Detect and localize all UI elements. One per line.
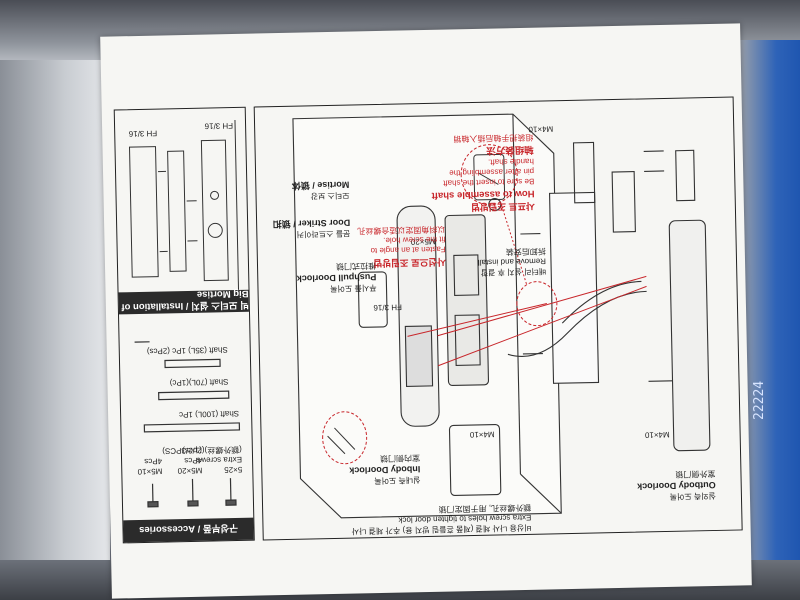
inbody-title-en: Inbody Doorlock xyxy=(349,464,421,476)
outbody-title-ko: 실외측 도어록 xyxy=(669,490,717,501)
accessory-desc-2b: (1/2/3PCS) xyxy=(162,445,202,456)
striker-title-en: Door Striker / 锁扣 xyxy=(272,217,351,230)
exploded-diagram xyxy=(292,113,711,519)
shaft-1-label: Shaft (100L) 1Pc xyxy=(178,408,240,420)
assemble-shaft-note-3: handle shaft. xyxy=(487,156,534,167)
mortise-title-en: Mortise / 锁体 xyxy=(291,179,350,191)
instruction-sheet-content: 구성부품 / Accessories xyxy=(100,23,752,598)
background-left xyxy=(0,60,110,600)
accessory-size-2: M5×20 xyxy=(177,465,203,476)
angle-note-en-1: Fasten at an angle to xyxy=(370,244,446,256)
main-diagram-panel: Outbody Doorlock 실외측 도어록 室外侧门锁 Inbody Do… xyxy=(253,96,743,541)
outbody-title-en: Outbody Doorlock xyxy=(637,479,716,492)
bottom-note-zh: 额外螺丝孔, 用于固定门锁 xyxy=(438,502,532,514)
outbody-title-zh: 室外侧门锁 xyxy=(675,468,716,479)
assemble-shaft-note-zh: 组装把手轴后插入轴销 xyxy=(453,132,534,144)
pushpull-title-zh: 推拉式门锁 xyxy=(335,261,377,271)
pushpull-title-ko: 푸시풀 도어록 xyxy=(330,283,377,294)
assemble-shaft-zh: 轴组装方法 xyxy=(486,143,534,156)
inbody-title-ko: 실내측 도어록 xyxy=(374,475,421,486)
assemble-shaft-en: How to assemble shaft xyxy=(431,187,535,201)
side-panel: 구성부품 / Accessories xyxy=(113,106,255,544)
mortise-fh-1: FH 3/16 xyxy=(204,121,234,131)
mortise-install-title: 빅 모티스 설치 / Installation of Big Mortise xyxy=(118,288,249,315)
packaging-print: 22224 xyxy=(752,380,767,420)
main-fh-label: FH 3/16 xyxy=(373,302,403,313)
shaft-3-label: Shaft (35L) 1Pc (2Pcs) xyxy=(146,345,228,356)
assemble-shaft-note-2: pin after assembling the xyxy=(449,166,535,178)
accessory-desc-1: Extra screws xyxy=(196,454,243,465)
angle-note-ko: 사선으로 조립방법 xyxy=(373,255,447,269)
striker-title-ko: 문틀 스트라이커 xyxy=(296,228,351,239)
inbody-title-zh: 室内侧门锁 xyxy=(379,453,421,463)
assemble-shaft-ko: 샤프트 조립방법 xyxy=(470,199,535,213)
remove-note-zh: 拆卸后安装 xyxy=(505,246,546,257)
instruction-sheet: 구성부품 / Accessories xyxy=(100,23,752,599)
angle-note-en-2: fit the screw hole. xyxy=(383,234,446,245)
angle-note-zh: 以斜角固定以适合螺丝孔 xyxy=(357,224,446,236)
accessory-size-3: M5×10 xyxy=(137,466,163,477)
remove-note-en: Remove and install xyxy=(477,256,547,267)
m4x10-label-b: M4×10 xyxy=(644,429,670,440)
mortise-title-ko: 모티스 보강 xyxy=(310,190,350,201)
shaft-2-label: Shaft (70L)(1Pc) xyxy=(169,377,229,388)
m4x10-label-c: M4×10 xyxy=(469,429,495,440)
accessory-desc-2: 4Pcs xyxy=(184,455,203,466)
mortise-fh-2: FH 3/16 xyxy=(128,128,158,139)
remove-note-ko: 배터리 설치 후 결합 xyxy=(480,266,547,277)
pushpull-title-en: Pushpull Doorlock xyxy=(296,272,377,284)
assemble-shaft-note-1: Be sure to insert the shaft xyxy=(443,176,535,188)
accessories-illustration xyxy=(128,119,241,508)
accessory-size-1: 5×25 xyxy=(224,464,243,475)
accessory-desc-3: 4Pcs xyxy=(144,456,163,466)
